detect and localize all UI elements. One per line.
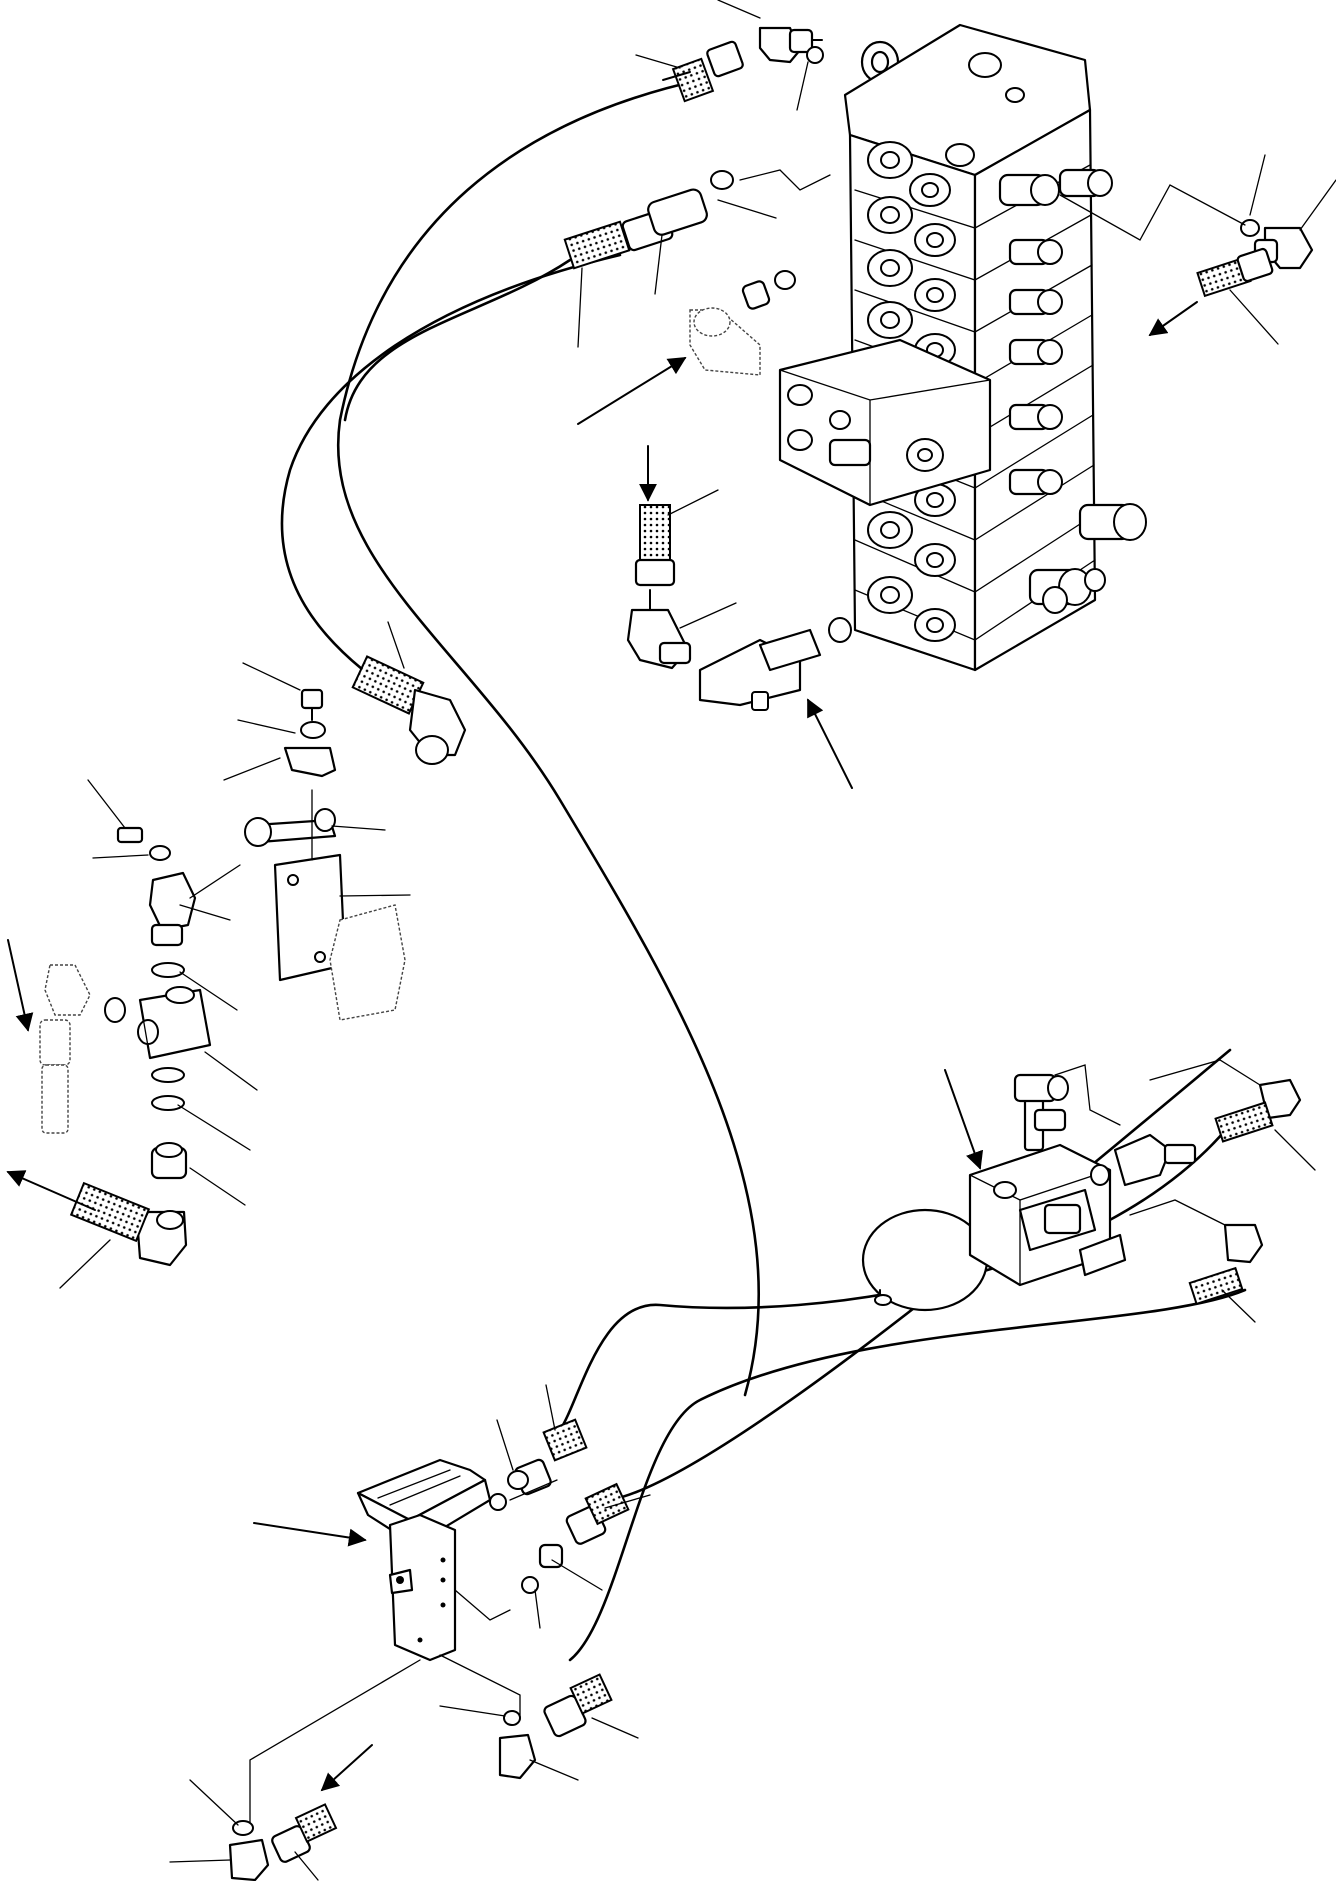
arrow-4: [1148, 301, 1198, 337]
top-fittings: [563, 26, 824, 376]
foot-pedal-valve: [228, 1418, 630, 1881]
o-ring: [1240, 219, 1260, 237]
pilot-hoses: [280, 78, 1247, 1662]
arrow-1: [577, 357, 687, 425]
arrow-6: [7, 939, 34, 1032]
swivel-tee-block: [39, 655, 467, 1267]
pilot-solenoid-block: [861, 1059, 1302, 1312]
control-valve-block: [778, 23, 1147, 672]
hose-main-to-pedal: [343, 258, 572, 422]
direction-arrows: [6, 301, 1198, 1792]
o-ring: [806, 46, 824, 64]
o-ring: [151, 962, 185, 978]
arrow-7: [6, 1170, 96, 1211]
right-fittings: [739, 169, 1314, 298]
arrow-3: [807, 698, 853, 789]
middle-fittings: [626, 504, 852, 711]
hose-solenoid-to-pedal-3: [568, 1288, 1247, 1662]
hose-top-to-pedal: [337, 78, 760, 1397]
arrow-5: [944, 1069, 984, 1170]
o-ring: [828, 617, 852, 643]
arrow-8: [253, 1522, 367, 1547]
o-ring: [151, 1067, 185, 1083]
hose-top-to-swing: [280, 253, 622, 712]
leader-lines: [59, 0, 1336, 1881]
o-ring: [710, 170, 734, 190]
arrow-9: [320, 1744, 373, 1792]
o-ring: [151, 1095, 185, 1111]
hose-solenoid-to-pedal-2: [608, 1048, 1232, 1502]
